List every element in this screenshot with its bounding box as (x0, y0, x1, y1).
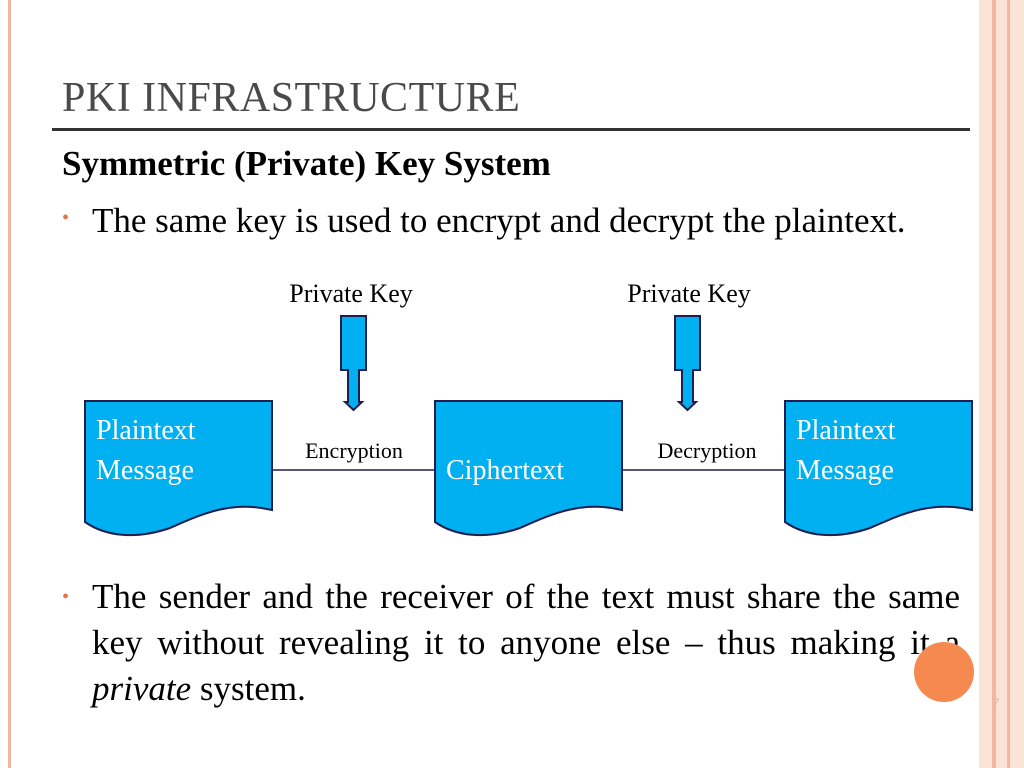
ciphertext-document (434, 400, 623, 537)
section-heading: Symmetric (Private) Key System (62, 144, 551, 183)
decorative-band (979, 0, 1024, 768)
doc-left-line1: Plaintext (96, 415, 196, 446)
key-arrow-right (674, 315, 701, 412)
doc-right-line1: Plaintext (796, 415, 896, 446)
doc-left-line2: Message (96, 455, 194, 486)
bullet-icon: • (62, 586, 70, 608)
decorative-stripe (992, 0, 996, 768)
page-number: 7 (992, 696, 1000, 712)
bullet2-text-end: system. (191, 669, 306, 708)
key-arrow-left (340, 315, 367, 412)
doc-right-line2: Message (796, 455, 894, 486)
decorative-stripe (1007, 0, 1010, 768)
plaintext-document-left (84, 400, 273, 537)
left-rule (8, 0, 11, 768)
slide-title: PKI INFRASTRUCTURE (62, 75, 521, 121)
doc-middle-text: Ciphertext (446, 455, 564, 486)
plaintext-document-right (784, 400, 973, 537)
decryption-label: Decryption (658, 438, 757, 463)
title-divider (52, 128, 970, 131)
bullet-text-2: The sender and the receiver of the text … (92, 574, 960, 712)
key-label-left: Private Key (289, 279, 412, 308)
key-label-right: Private Key (627, 279, 750, 308)
bullet-icon: • (62, 207, 70, 229)
bullet2-emphasis: private (92, 669, 192, 708)
bullet-text-1: The same key is used to encrypt and decr… (92, 201, 906, 240)
bullet2-text-start: The sender and the receiver of the text … (92, 577, 960, 662)
encryption-label: Encryption (305, 438, 403, 463)
decorative-circle (914, 642, 974, 702)
